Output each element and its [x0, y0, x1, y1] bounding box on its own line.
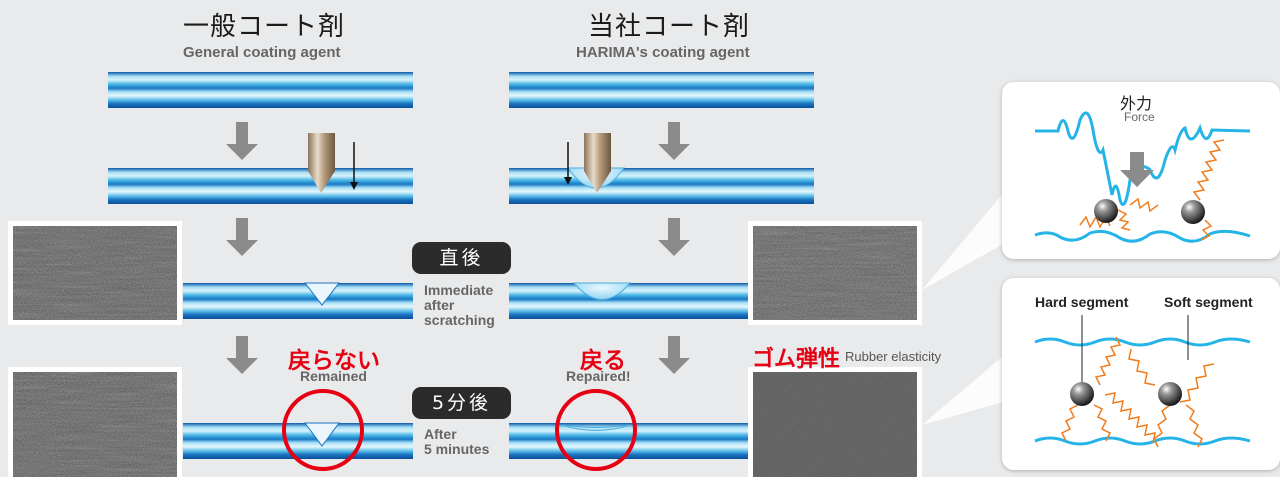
soft-segment-label: Soft segment: [1164, 294, 1253, 310]
note-after-line-2: 5 minutes: [424, 441, 490, 457]
hard-segment-ball: [1094, 199, 1118, 223]
note-after: After 5 minutes: [424, 427, 489, 457]
general-dent-immediate: [303, 282, 341, 306]
harima-result-en: Repaired!: [566, 368, 631, 384]
force-label-jp: 外力: [1120, 94, 1153, 113]
harima-title-en: HARIMA's coating agent: [576, 44, 750, 61]
photo-harima-immediate: [748, 221, 922, 325]
rubber-label-jp: ゴム弾性: [752, 347, 841, 372]
down-arrow-icon: [226, 122, 258, 160]
hard-segment-ball: [1181, 200, 1205, 224]
general-remained-circle: [282, 389, 364, 471]
general-result-jp: 戻らない: [288, 348, 380, 374]
badge-immediate: 直後: [412, 242, 511, 274]
panel-pointer-lower: [922, 350, 1010, 425]
down-arrow-icon: [226, 218, 258, 256]
harima-repaired-circle: [555, 389, 637, 471]
general-dent-after: [304, 422, 340, 447]
spring: [1179, 363, 1215, 403]
harima-result-jp: 戻る: [580, 348, 626, 374]
badge-after: 5分後: [412, 387, 511, 419]
general-result-en: Remained: [300, 368, 367, 384]
spring: [1094, 336, 1122, 386]
down-arrow-icon: [226, 336, 258, 374]
photo-general-after: [8, 367, 182, 477]
bottom-chain-line: [1034, 229, 1251, 243]
harima-title-jp: 当社コート剤: [588, 12, 751, 42]
spring: [1093, 404, 1112, 442]
note-immediate: Immediate after scratching: [424, 283, 495, 328]
spring: [1128, 348, 1156, 386]
note-immediate-line-3: scratching: [424, 312, 495, 328]
force-label-en: Force: [1124, 110, 1155, 124]
segment-panel: [1002, 278, 1280, 470]
hard-segment-ball: [1070, 382, 1094, 406]
note-after-line-1: After: [424, 426, 457, 442]
general-layer-scratching: [108, 168, 413, 204]
general-coating-layers: [108, 72, 413, 459]
spring: [1104, 392, 1156, 444]
harima-layer-initial: [509, 72, 814, 108]
photo-harima-after: [748, 367, 922, 477]
top-chain-line: [1035, 111, 1251, 206]
harima-needle: [564, 133, 611, 193]
down-arrow-icon: [658, 336, 690, 374]
hard-segment-ball: [1158, 382, 1182, 406]
spring-right-lower: [1200, 219, 1213, 241]
general-title-en: General coating agent: [183, 44, 341, 61]
bottom-chain-line: [1034, 436, 1251, 446]
general-layer-initial: [108, 72, 413, 108]
note-immediate-line-1: Immediate: [424, 282, 494, 298]
top-chain-line: [1034, 337, 1251, 347]
spring-right-long: [1192, 139, 1225, 201]
photo-general-immediate: [8, 221, 182, 325]
harima-layer-immediate: [509, 283, 749, 319]
general-layer-immediate: [183, 283, 413, 319]
flow-arrows: [226, 122, 690, 374]
down-arrow-icon: [658, 218, 690, 256]
spring: [1185, 404, 1203, 448]
segment-polymer-diagram: [1034, 315, 1251, 448]
harima-dent-after: [561, 424, 631, 431]
note-immediate-line-2: after: [424, 297, 455, 313]
force-polymer-diagram: [1034, 111, 1251, 243]
rubber-label-en: Rubber elasticity: [845, 349, 942, 364]
down-arrow-icon: [658, 122, 690, 160]
general-layer-after: [183, 423, 413, 459]
spring-left-lower: [1117, 209, 1131, 231]
general-title-jp: 一般コート剤: [183, 12, 346, 42]
harima-layer-scratching: [509, 168, 814, 204]
force-arrow-icon: [1120, 152, 1154, 187]
general-needle: [308, 133, 358, 193]
harima-dent-immediate: [572, 282, 632, 300]
spring: [1060, 404, 1079, 442]
panel-pointer-upper: [922, 185, 1010, 290]
spring-middle: [1129, 197, 1159, 213]
spring: [1153, 404, 1171, 448]
hard-segment-label: Hard segment: [1035, 294, 1129, 310]
